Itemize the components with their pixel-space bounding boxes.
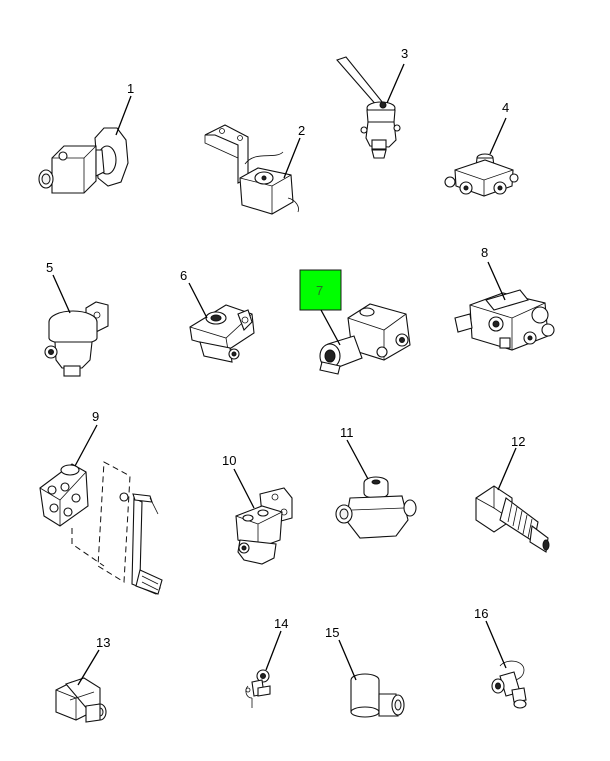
callout-15: 15: [325, 625, 339, 640]
callout-13: 13: [96, 635, 110, 650]
part-3-hand-control-valve[interactable]: [336, 56, 401, 159]
callout-9: 9: [92, 409, 99, 424]
part-1-valve[interactable]: [38, 127, 129, 194]
part-11-valve[interactable]: [335, 476, 417, 539]
part-16-fitting[interactable]: [491, 660, 527, 709]
part-7-valve[interactable]: [319, 303, 411, 375]
callout-8: 8: [481, 245, 488, 260]
callout-7-highlight[interactable]: [299, 269, 342, 311]
callout-4: 4: [502, 100, 509, 115]
callout-1: 1: [127, 81, 134, 96]
part-12-fitting[interactable]: [475, 485, 550, 553]
callout-16: 16: [474, 606, 488, 621]
part-13-fitting[interactable]: [55, 677, 107, 723]
part-15-elbow-fitting[interactable]: [350, 673, 405, 718]
part-10-valve[interactable]: [235, 487, 293, 565]
callout-11: 11: [340, 425, 354, 440]
part-4-valve[interactable]: [444, 153, 519, 197]
part-5-valve[interactable]: [44, 301, 109, 377]
part-8-valve-assembly[interactable]: [454, 289, 555, 351]
part-2-solenoid-valve[interactable]: [204, 124, 299, 215]
part-6-quick-release-valve[interactable]: [189, 304, 255, 363]
part-9-foot-valve-assembly[interactable]: [39, 461, 163, 595]
part-14-fitting[interactable]: [245, 669, 271, 708]
callout-7: 7: [316, 283, 323, 298]
callout-10: 10: [222, 453, 236, 468]
callout-14: 14: [274, 616, 288, 631]
callout-2: 2: [298, 123, 305, 138]
callout-5: 5: [46, 260, 53, 275]
callout-3: 3: [401, 46, 408, 61]
callout-12: 12: [511, 434, 525, 449]
callout-6: 6: [180, 268, 187, 283]
